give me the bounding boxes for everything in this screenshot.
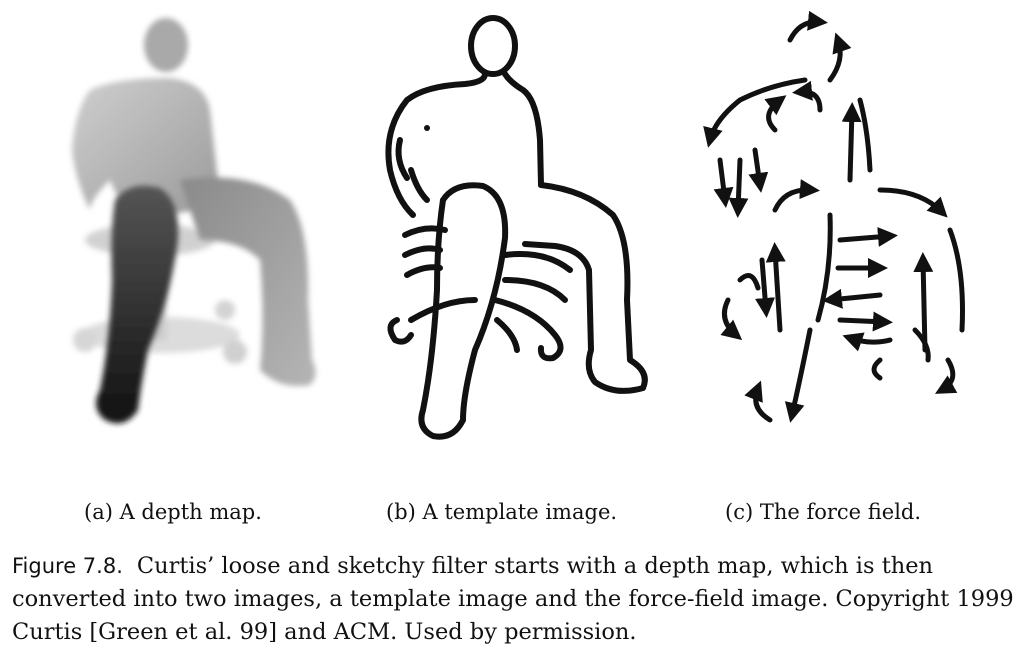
- subcaption-b: (b) A template image.: [386, 500, 618, 524]
- figure-label: Figure 7.8.: [12, 554, 123, 578]
- subcaption-a: (a) A depth map.: [84, 500, 262, 524]
- depth-map-image: [20, 0, 350, 470]
- subcaption-c: (c) The force field.: [725, 500, 922, 524]
- template-image: [345, 0, 675, 470]
- figure-caption: Figure 7.8.Curtis’ loose and sketchy fil…: [12, 550, 1020, 649]
- figure-caption-text: Curtis’ loose and sketchy filter starts …: [12, 553, 1014, 645]
- force-field-image: [680, 0, 1010, 470]
